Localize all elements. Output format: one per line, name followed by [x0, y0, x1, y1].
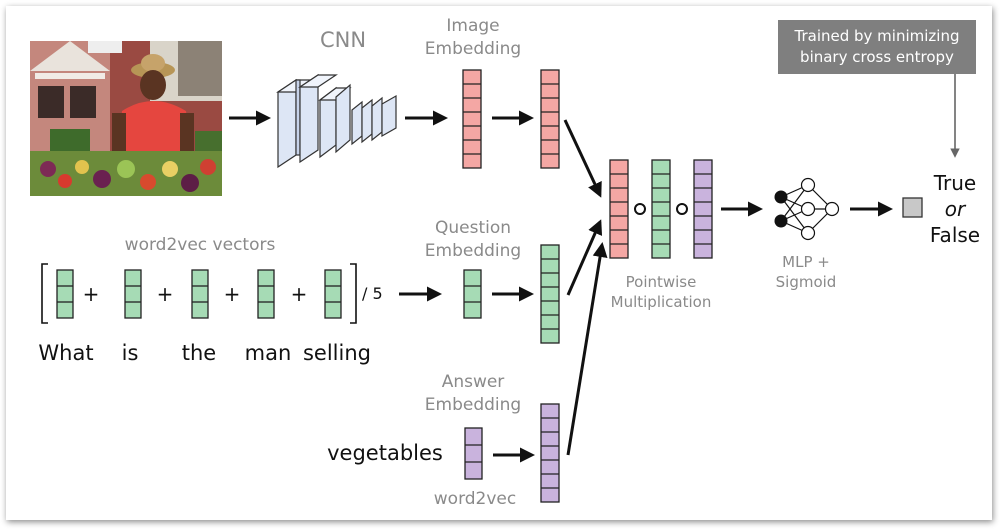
answer-word2vec-vector — [464, 427, 483, 480]
multiply-operator-2 — [676, 203, 688, 215]
right-bracket — [350, 263, 357, 324]
mlp-label: MLP + Sigmoid — [758, 252, 854, 292]
output-square-icon — [902, 197, 923, 218]
training-note-line1: Trained by minimizing — [794, 27, 960, 45]
question-embedding-label: Question Embedding — [413, 217, 533, 263]
cnn-label: CNN — [319, 28, 367, 52]
question-word-man: man — [244, 341, 292, 365]
answer-embedding-label-line2: Embedding — [424, 395, 522, 415]
word2vec-vectors-label: word2vec vectors — [124, 235, 276, 255]
arrow-image-to-pointwise — [563, 119, 602, 198]
image-embedding-label: Image Embedding — [413, 15, 533, 61]
svg-text:+: + — [291, 282, 308, 306]
divide-label: / 5 — [362, 284, 383, 303]
question-embedding-label-line1: Question — [434, 218, 512, 238]
output-true: True — [933, 171, 977, 195]
multiply-operator-1 — [634, 203, 646, 215]
left-bracket — [41, 263, 48, 324]
plus-signs: + + + + — [83, 282, 308, 306]
image-embedding-vector — [540, 69, 560, 169]
pointwise-label: Pointwise Multiplication — [595, 272, 727, 312]
training-note-box: Trained by minimizing binary cross entro… — [778, 20, 976, 74]
question-embedding-label-line2: Embedding — [424, 241, 522, 261]
question-embedding-vector — [540, 244, 560, 344]
output-or: or — [944, 197, 966, 221]
image-embedding-label-line2: Embedding — [424, 39, 522, 59]
question-word-is: is — [121, 341, 139, 365]
svg-text:+: + — [83, 282, 100, 306]
output-label: True or False — [922, 170, 988, 248]
answer-embedding-vector — [540, 403, 560, 503]
svg-text:+: + — [224, 282, 241, 306]
mlp-label-line2: Sigmoid — [775, 273, 837, 291]
question-average-vector — [463, 269, 482, 319]
word-vector-1 — [56, 269, 74, 319]
answer-word: vegetables — [327, 441, 443, 465]
arrow-answer-to-pointwise — [566, 242, 608, 456]
man-selling-vegetables-photo — [30, 41, 222, 196]
arrow-question-to-pointwise — [566, 219, 603, 296]
word-vector-5 — [324, 269, 342, 319]
answer-word2vec-label: word2vec — [433, 489, 517, 509]
word-vector-3 — [191, 269, 209, 319]
pointwise-label-line2: Multiplication — [610, 293, 712, 311]
word-vector-2 — [124, 269, 142, 319]
pointwise-question-vector — [651, 159, 671, 259]
training-note-line2: binary cross entropy — [800, 48, 954, 66]
question-word-the: the — [181, 341, 217, 365]
answer-embedding-label-line1: Answer — [441, 372, 505, 392]
svg-text:+: + — [157, 282, 174, 306]
image-embedding-vector-small — [462, 69, 482, 169]
pointwise-label-line1: Pointwise — [625, 273, 697, 291]
neural-network-icon — [774, 177, 840, 241]
answer-embedding-label: Answer Embedding — [413, 371, 533, 417]
pointwise-answer-vector — [693, 159, 713, 259]
image-embedding-label-line1: Image — [446, 16, 500, 36]
training-note-text: Trained by minimizing binary cross entro… — [778, 26, 976, 68]
question-word-selling: selling — [302, 341, 371, 365]
mlp-label-line1: MLP + — [782, 253, 830, 271]
pointwise-image-vector — [609, 159, 629, 259]
cnn-layers-icon — [276, 73, 397, 169]
output-false: False — [929, 223, 981, 247]
word-vector-4 — [257, 269, 275, 319]
question-word-what: What — [38, 341, 94, 365]
